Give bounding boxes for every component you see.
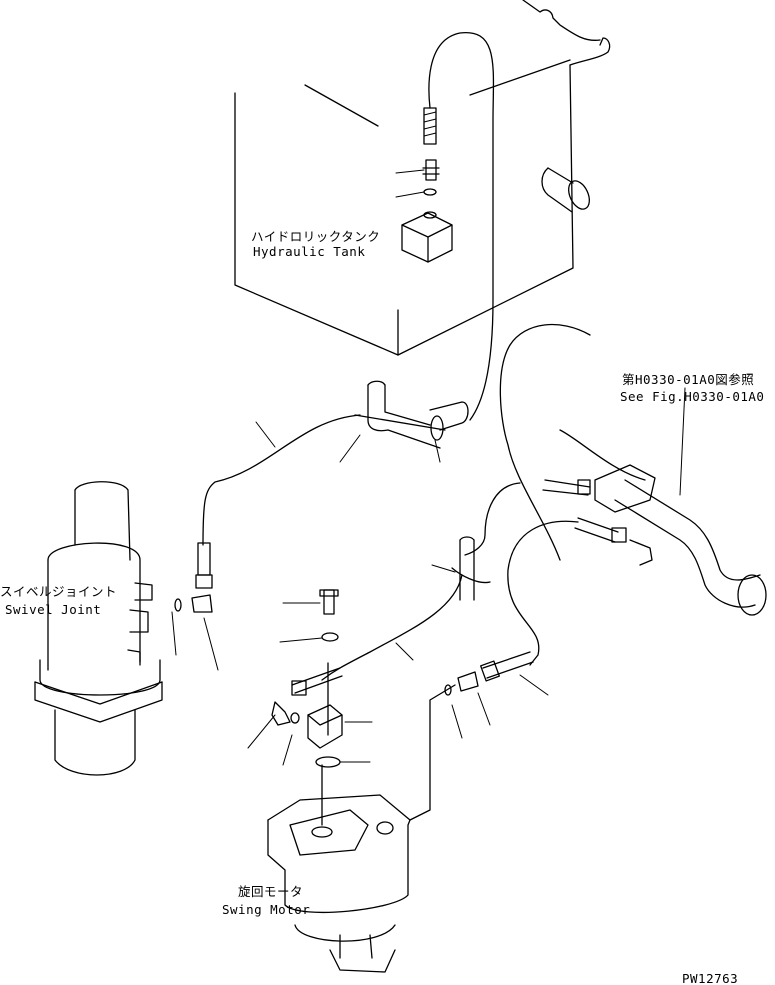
hydraulic-tank [234,0,611,356]
reference-label-en: See Fig.H0330-01A0 [620,389,764,404]
swing-motor-label-en: Swing Motor [222,902,310,917]
tank-fittings [395,107,440,198]
hoses [202,32,646,826]
swivel-joint-label-en: Swivel Joint [5,602,101,617]
reference-pipe [542,387,767,616]
swivel-fittings [171,542,219,671]
swing-motor-label-jp: 旋回モータ [238,884,303,899]
tank-mount-block [401,211,453,263]
reference-label-jp: 第H0330-01A0図参照 [622,372,754,387]
hose-clamp-middle [431,536,491,601]
hydraulic-tank-label-jp: ハイドロリックタンク [251,229,380,244]
right-fittings [444,651,549,739]
swivel-joint-label-jp: スイベルジョイント [0,584,117,599]
middle-fittings [247,589,373,768]
swing-motor [267,794,411,973]
hydraulic-tank-label-en: Hydraulic Tank [253,244,365,259]
drawing-number: PW12763 [682,971,738,985]
swivel-joint [34,481,163,776]
hose-clamp-upper [339,380,469,463]
